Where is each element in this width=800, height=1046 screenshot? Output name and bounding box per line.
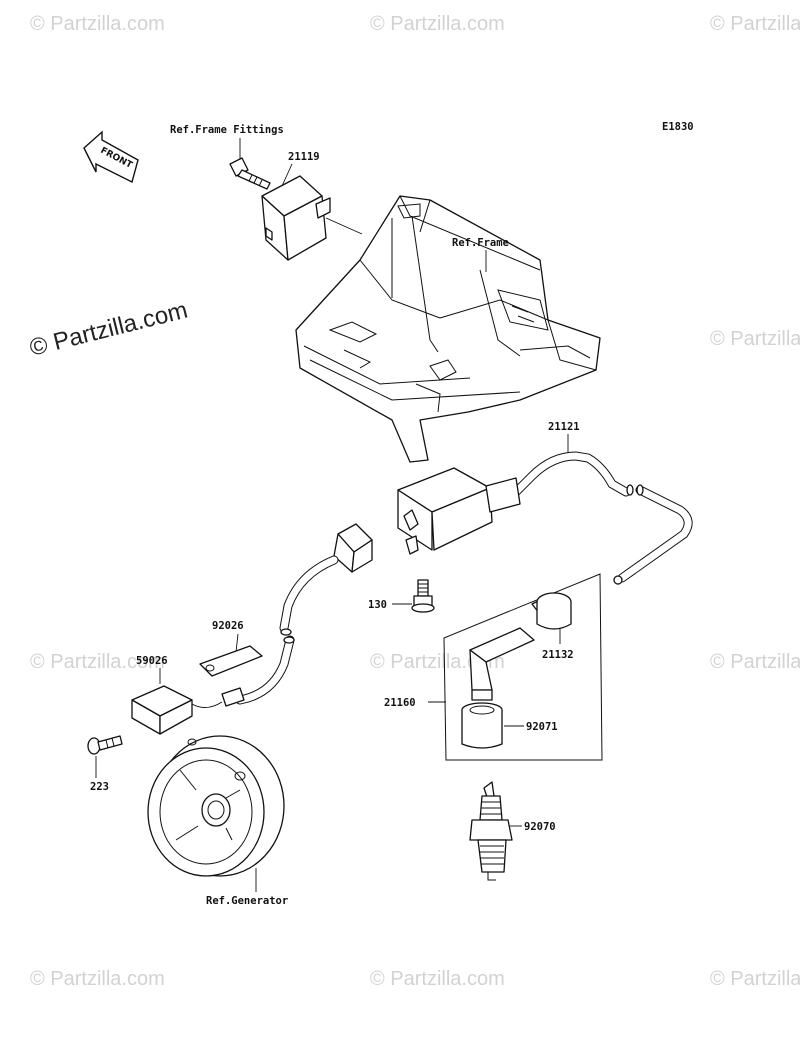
screw-223-icon [87, 735, 123, 755]
connector-icon [333, 523, 373, 573]
leader-line [325, 217, 363, 235]
flywheel-icon [147, 735, 285, 877]
label-130: 130 [368, 599, 387, 611]
watermark-text: © Partzilla.com [370, 13, 505, 35]
high-tension-lead-icon [509, 451, 693, 585]
label-92070: 92070 [524, 821, 556, 833]
leader-line [235, 633, 239, 653]
label-92026: 92026 [212, 620, 244, 632]
cdi-unit-icon [261, 175, 331, 261]
diagram-code: E1830 [662, 121, 694, 133]
bolt-130-icon [411, 579, 435, 613]
clamp-icon [199, 645, 263, 677]
watermark-text: © Partzilla.com [370, 968, 505, 990]
watermark-text: © Partzilla.com [30, 13, 165, 35]
leader-line [281, 163, 293, 187]
watermark-text-main: © Partzilla.com [27, 297, 190, 362]
watermark-text: © Partzilla.com [710, 651, 800, 673]
watermark-text: © Partzilla.com [710, 13, 800, 35]
label-59026: 59026 [136, 655, 168, 667]
watermark-text: © Partzilla.com [30, 968, 165, 990]
plug-cap-icon [469, 627, 535, 701]
plug-cap-boot-icon [461, 702, 503, 749]
label-21160: 21160 [384, 697, 416, 709]
label-223: 223 [90, 781, 109, 793]
label-ref-frame-fittings: Ref.Frame Fittings [170, 124, 284, 136]
bolt-icon [229, 157, 271, 190]
watermark-text: © Partzilla.com [710, 328, 800, 350]
front-arrow-icon: FRONT [83, 130, 139, 184]
plug-cap-seal-icon [531, 592, 572, 630]
pickup-coil-icon [131, 685, 223, 735]
label-21121: 21121 [548, 421, 580, 433]
label-ref-frame: Ref.Frame [452, 237, 509, 249]
label-ref-generator: Ref.Generator [206, 895, 288, 907]
label-92071: 92071 [526, 721, 558, 733]
spark-plug-icon [469, 781, 513, 881]
watermark-text: © Partzilla.com [30, 651, 165, 673]
label-21119: 21119 [288, 151, 320, 163]
frame-icon [295, 195, 601, 463]
ignition-coil-icon [397, 467, 521, 555]
wire-harness-icon [221, 555, 339, 707]
label-21132: 21132 [542, 649, 574, 661]
watermark-text: © Partzilla.com [710, 968, 800, 990]
